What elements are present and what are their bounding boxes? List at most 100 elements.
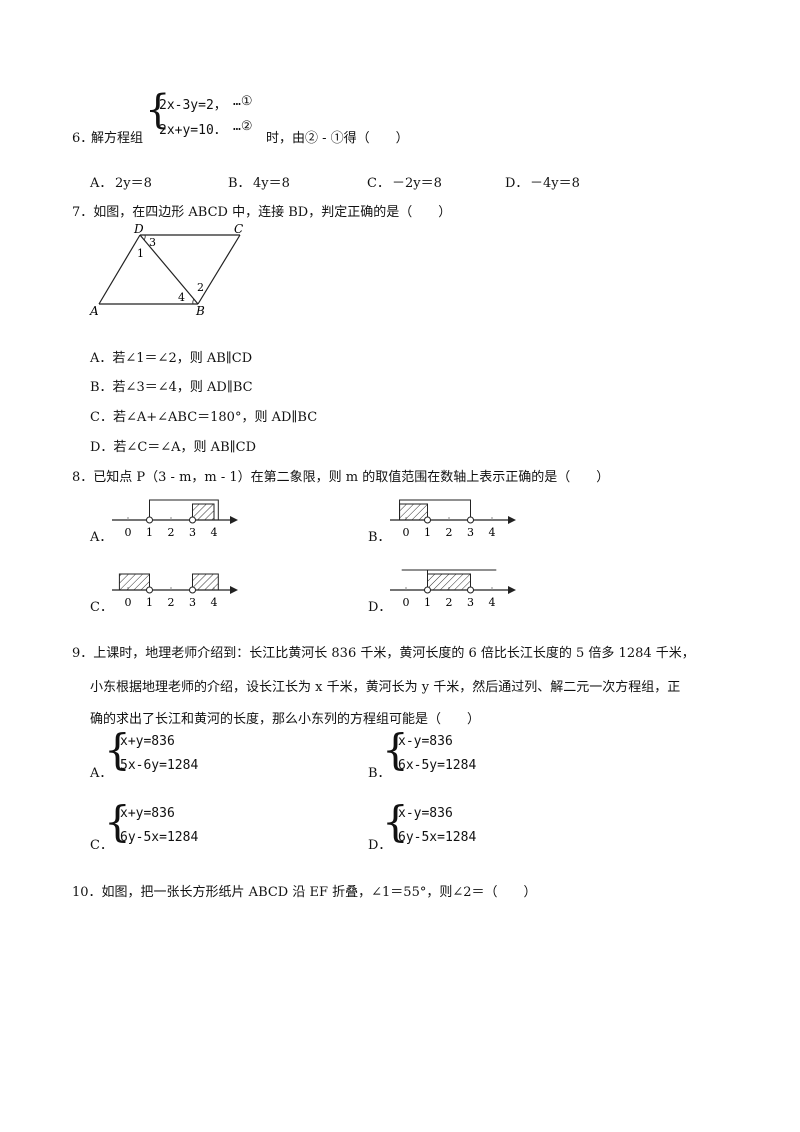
- tick-label: 4: [211, 526, 218, 539]
- q7-option-c: C．若∠A+∠ABC＝180°，则 AD∥BC: [90, 410, 318, 425]
- hatched-region: [192, 573, 219, 591]
- open-endpoint: [146, 586, 153, 594]
- hatched-region: [118, 573, 150, 591]
- number-line-b: 0 1 2 3 4: [390, 499, 516, 539]
- tick-label: 1: [146, 526, 153, 539]
- q9-d-eq1: x-y=836: [398, 806, 453, 821]
- vertex-label-d: D: [133, 222, 144, 236]
- q6-option-b: 4y＝8: [253, 176, 290, 191]
- q9-b-eq2: 6x-5y=1284: [398, 758, 477, 773]
- tick-label: 4: [489, 526, 496, 539]
- q8-stem: 8．已知点 P（3 - m，m - 1）在第二象限，则 m 的取值范围在数轴上表…: [72, 470, 610, 485]
- tick-label: 2: [168, 596, 175, 609]
- tick-label: 4: [211, 596, 218, 609]
- tick-label: 4: [489, 596, 496, 609]
- open-endpoint: [189, 586, 196, 594]
- vertex-label-a: A: [89, 304, 99, 318]
- q6-option-c-label: C．: [367, 176, 390, 191]
- angle-label-3: 3: [149, 236, 156, 249]
- tick-label: 0: [403, 526, 410, 539]
- q6-option-a: 2y＝8: [115, 176, 152, 191]
- q9-a-eq2: 5x-6y=1284: [120, 758, 199, 773]
- q6-number: 6．: [72, 131, 94, 146]
- q9-option-b-label: B．: [368, 766, 391, 781]
- open-endpoint: [467, 516, 474, 524]
- q9-line-2: 小东根据地理老师的介绍，设长江长为 x 千米，黄河长为 y 千米，然后通过列、解…: [90, 680, 681, 695]
- tick-label: 1: [424, 526, 431, 539]
- tick-label: 3: [189, 526, 196, 539]
- q6-prefix: 解方程组: [91, 131, 144, 146]
- open-endpoint: [146, 516, 153, 524]
- axis-arrow: [508, 516, 516, 524]
- q6-option-c: －2y＝8: [392, 176, 442, 191]
- system-brace: {: [382, 797, 409, 846]
- q8-option-a-label: A．: [90, 530, 113, 545]
- axis-arrow: [230, 516, 238, 524]
- diagonal-bd: [139, 234, 199, 305]
- q6-option-d-label: D．: [505, 176, 529, 191]
- q7-stem: 7．如图，在四边形 ABCD 中，连接 BD，判定正确的是（ ）: [72, 205, 452, 220]
- tick-label: 0: [403, 596, 410, 609]
- number-line-c: 0 1 2 3 4: [112, 573, 238, 609]
- tick-label: 3: [467, 596, 474, 609]
- q10-stem: 10．如图，把一张长方形纸片 ABCD 沿 EF 折叠，∠1＝55°，则∠2＝（…: [72, 885, 537, 900]
- q9-c-eq1: x+y=836: [120, 806, 175, 821]
- q6-eq1-tag: …①: [233, 94, 253, 109]
- q9-option-a-label: A．: [90, 766, 113, 781]
- q6-option-b-label: B．: [228, 176, 251, 191]
- parallelogram-figure: D C A B 3 1 4 2: [89, 222, 243, 318]
- q9-c-eq2: 6y-5x=1284: [120, 830, 199, 845]
- q7-option-d: D．若∠C＝∠A，则 AB∥CD: [90, 440, 256, 455]
- q8-option-b-label: B．: [368, 530, 391, 545]
- side-bc: [197, 234, 241, 305]
- vertex-label-c: C: [234, 222, 243, 236]
- tick-label: 0: [125, 526, 132, 539]
- angle-arc-b: [192, 298, 195, 305]
- q9-d-eq2: 6y-5x=1284: [398, 830, 477, 845]
- open-endpoint: [467, 586, 474, 594]
- range-bracket: [399, 499, 471, 520]
- angle-arc-d: [143, 234, 146, 241]
- angle-label-1: 1: [137, 247, 144, 260]
- q6-eq2-tag: …②: [233, 119, 253, 134]
- tick-label: 3: [189, 596, 196, 609]
- q9-option-c-label: C．: [90, 838, 113, 853]
- tick-label: 1: [424, 596, 431, 609]
- tick-label: 1: [146, 596, 153, 609]
- range-bracket: [149, 499, 219, 520]
- system-brace: {: [145, 87, 171, 133]
- q9-line-1: 9．上课时，地理老师介绍到：长江比黄河长 836 千米，黄河长度的 6 倍比长江…: [72, 646, 695, 661]
- axis-arrow: [230, 586, 238, 594]
- q9-option-d-label: D．: [368, 838, 392, 853]
- open-endpoint: [424, 516, 431, 524]
- number-line-a: 0 1 2 3 4: [112, 499, 238, 539]
- tick-label: 3: [467, 526, 474, 539]
- hatched-region: [192, 503, 215, 521]
- side-ad: [98, 234, 141, 305]
- vertex-label-b: B: [195, 304, 205, 318]
- q6-eq2: 2x+y=10．: [159, 123, 227, 138]
- q6-eq1: 2x-3y=2，: [159, 98, 227, 113]
- system-brace: {: [104, 797, 131, 846]
- q7-option-a: A．若∠1＝∠2，则 AB∥CD: [90, 351, 253, 366]
- axis-arrow: [508, 586, 516, 594]
- q8-option-c-label: C．: [90, 600, 113, 615]
- tick-label: 2: [446, 526, 453, 539]
- hatched-region: [427, 573, 471, 591]
- system-brace: {: [104, 725, 131, 774]
- q6-suffix: 时，由② - ①得（ ）: [266, 131, 409, 146]
- hatched-region: [399, 503, 429, 521]
- q6-option-d: －4y＝8: [530, 176, 580, 191]
- angle-label-4: 4: [178, 291, 185, 304]
- tick-label: 0: [125, 596, 132, 609]
- system-brace: {: [382, 725, 409, 774]
- angle-label-2: 2: [197, 281, 204, 294]
- q9-line-3: 确的求出了长江和黄河的长度，那么小东列的方程组可能是（ ）: [90, 712, 481, 727]
- tick-label: 2: [168, 526, 175, 539]
- open-endpoint: [424, 586, 431, 594]
- q8-option-d-label: D．: [368, 600, 392, 615]
- q7-option-b: B．若∠3＝∠4，则 AD∥BC: [90, 380, 253, 395]
- q9-a-eq1: x+y=836: [120, 734, 175, 749]
- q9-b-eq1: x-y=836: [398, 734, 453, 749]
